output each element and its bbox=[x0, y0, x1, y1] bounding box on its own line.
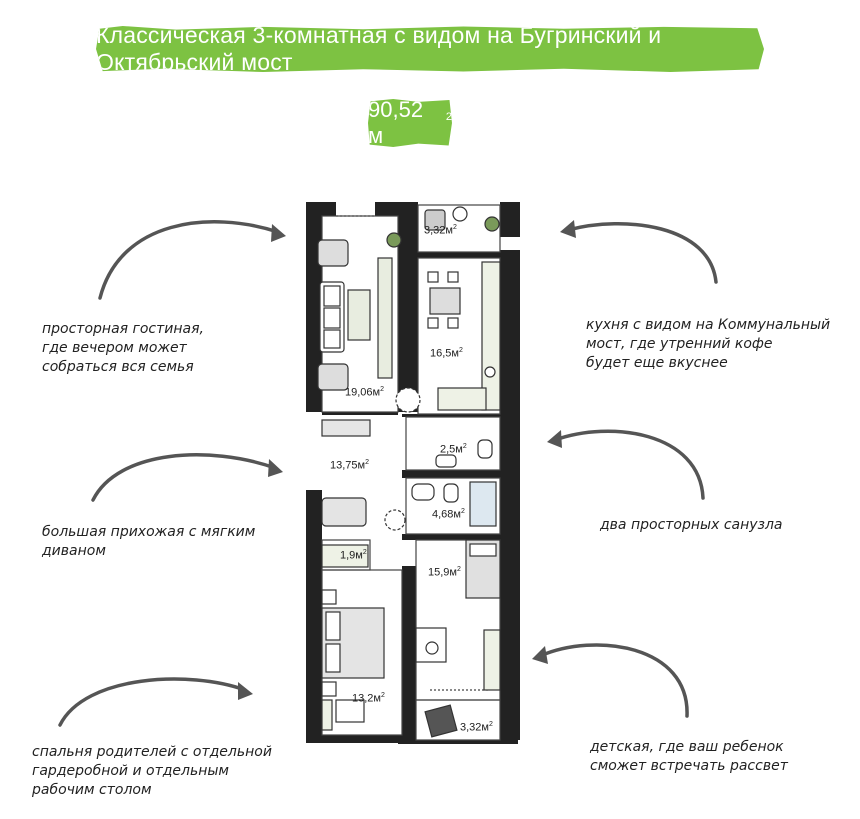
note-parents: спальня родителей с отдельной гардеробно… bbox=[32, 744, 272, 798]
title-text: Классическая 3-комнатная с видом на Бугр… bbox=[96, 22, 662, 75]
room-area-bath: 4,68м2 bbox=[432, 508, 465, 521]
room-area-kitchen: 16,5м2 bbox=[430, 347, 463, 360]
arrow-hall bbox=[91, 453, 277, 502]
arrow-kitchen bbox=[566, 222, 718, 284]
note-living: просторная гостиная, где вечером может с… bbox=[42, 321, 204, 375]
room-area-balcony-bottom: 3,32м2 bbox=[460, 721, 493, 734]
total-area-badge: 90,52 м 2 bbox=[368, 99, 452, 147]
note-kitchen: кухня с видом на Коммунальный мост, где … bbox=[586, 317, 831, 371]
title-banner: Классическая 3-комнатная с видом на Бугр… bbox=[96, 26, 764, 72]
room-area-kids: 15,9м2 bbox=[428, 566, 461, 579]
total-area-unit: 2 bbox=[445, 111, 452, 123]
room-area-bedroom: 13,2м2 bbox=[352, 692, 385, 705]
arrow-parents bbox=[58, 677, 247, 727]
room-area-wardrobe: 1,9м2 bbox=[340, 549, 367, 562]
note-bathrooms: два просторных санузла bbox=[600, 517, 783, 533]
arrow-kids bbox=[538, 643, 689, 718]
room-area-living: 19,06м2 bbox=[345, 386, 384, 399]
note-hall: большая прихожая с мягким диваном bbox=[42, 524, 256, 559]
total-area-value: 90,52 м bbox=[368, 97, 424, 148]
room-area-balcony-top: 3,32м2 bbox=[424, 224, 457, 237]
room-area-hall: 13,75м2 bbox=[330, 459, 369, 472]
arrow-living bbox=[98, 220, 280, 300]
note-kids: детская, где ваш ребенок сможет встречат… bbox=[590, 739, 788, 774]
room-area-wc: 2,5м2 bbox=[440, 443, 467, 456]
arrow-bathrooms bbox=[553, 429, 705, 500]
